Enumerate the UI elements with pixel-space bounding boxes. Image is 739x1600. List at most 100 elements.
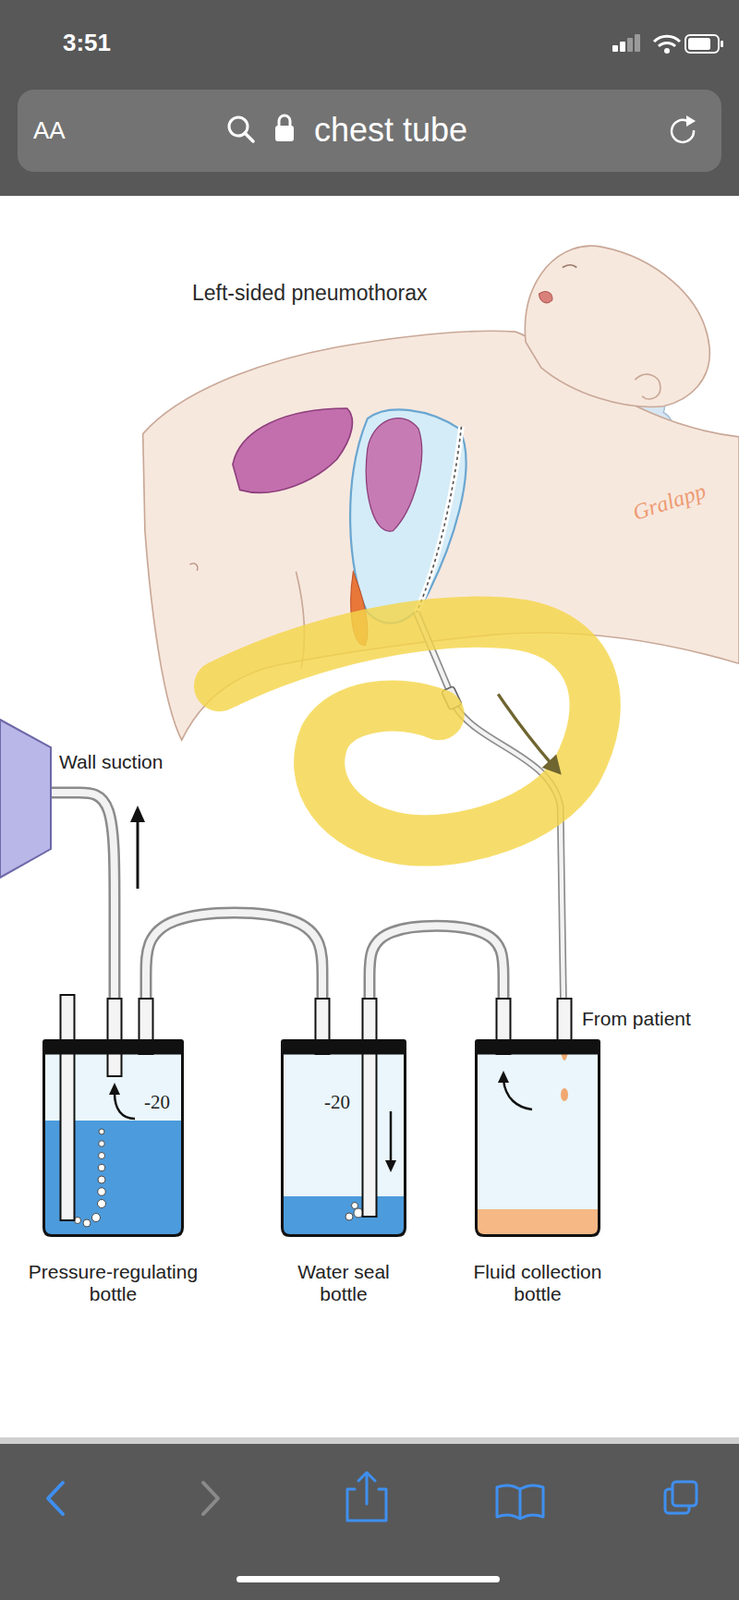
- water-seal-bottle: -20Water seal bottle: [280, 1039, 407, 1237]
- search-icon: [229, 117, 254, 142]
- drainage-tube: [145, 912, 323, 1040]
- air-bubble: [98, 1140, 106, 1148]
- pressure-regulating-bottle: [42, 1039, 184, 1237]
- label-layer: AA: [33, 117, 66, 146]
- share-button: [347, 1472, 387, 1521]
- air-bubble: [98, 1128, 105, 1135]
- air-bubble: [345, 1212, 353, 1221]
- pressure-value: -20: [324, 1090, 351, 1114]
- flow-arrow: [497, 1070, 509, 1083]
- nipple-mark: [190, 563, 198, 571]
- wall-suction-unit: Wall suction: [0, 719, 51, 878]
- chest-tube-holes: [416, 426, 462, 613]
- bottle-outline: [282, 1053, 406, 1236]
- wifi-icon: [658, 42, 676, 47]
- back-button: [48, 1482, 63, 1515]
- highlighter-mark: [219, 621, 596, 841]
- collapsed-lung: [365, 418, 422, 532]
- wall-suction-unit: [0, 719, 51, 878]
- label-layer: Left-sided pneumothorax: [192, 280, 427, 305]
- text-size-button: AA: [33, 117, 66, 146]
- flow-arrow: [389, 1111, 393, 1164]
- reload-icon: [671, 115, 696, 143]
- reload-icon: [686, 115, 696, 127]
- air-bubble: [74, 1217, 82, 1224]
- pressure-regulating-bottle: [42, 994, 184, 1236]
- bottle-caption: Water seal bottle: [278, 1260, 409, 1306]
- patient-eye: [562, 265, 577, 268]
- label-layer: From patient: [581, 1007, 691, 1030]
- pleural-space: [350, 409, 466, 623]
- signal-icon: [612, 45, 618, 52]
- forward-button: [203, 1482, 219, 1515]
- home-indicator: [236, 1575, 500, 1583]
- air-bubble: [97, 1163, 106, 1172]
- battery-icon: [685, 35, 724, 53]
- browser-chrome: [0, 0, 739, 196]
- drainage-tube: [369, 925, 504, 1040]
- flow-arrow: [385, 1160, 397, 1173]
- collected-fluid: [476, 1209, 600, 1236]
- air-bubble: [83, 1219, 91, 1227]
- browser-toolbar: [0, 1443, 739, 1600]
- tube-port: [60, 994, 75, 1221]
- drainage-arrow: [542, 754, 562, 776]
- address-text: chest tube: [314, 110, 468, 149]
- status-time: 3:51: [62, 29, 111, 58]
- air-bubble: [98, 1152, 106, 1160]
- water-seal-bottle: [280, 998, 407, 1236]
- fluid-collection-bottle: [474, 1039, 601, 1237]
- bottle-caption: Fluid collection bottle: [461, 1260, 615, 1306]
- label-layer: Gralapp: [631, 489, 707, 516]
- drainage-tube: [145, 912, 323, 1040]
- browser-toolbar: [0, 1437, 739, 1600]
- tube-label: From patient: [581, 1007, 691, 1030]
- drainage-tube: [369, 925, 504, 1040]
- share-button: [365, 1473, 369, 1504]
- tube-port: [363, 998, 377, 1217]
- bottle-body: [282, 1053, 406, 1236]
- bookmarks-button: [496, 1485, 521, 1519]
- patient-mouth: [538, 291, 552, 303]
- bookmarks-button: [496, 1485, 544, 1519]
- wifi-icon: [654, 36, 680, 54]
- bottle-body: [476, 1053, 600, 1236]
- air-bubble: [97, 1187, 107, 1197]
- wall-suction-unit: [0, 719, 51, 878]
- right-lung: [232, 408, 353, 493]
- bookmarks-button: [520, 1485, 544, 1519]
- pressure-regulating-bottle: -20Pressure-regulating bottle: [42, 1039, 184, 1237]
- suction-flow-arrow: [130, 805, 146, 823]
- wall-suction-unit: [0, 719, 51, 878]
- wifi-icon: [664, 48, 670, 54]
- signal-icon: [619, 41, 626, 52]
- share-button: [358, 1472, 376, 1481]
- bottle-caption: Pressure-regulating bottle: [16, 1260, 211, 1306]
- label-layer: 3:51: [62, 29, 111, 58]
- browser-chrome: [0, 0, 739, 196]
- bottle-water: [282, 1196, 406, 1236]
- bottle-lid: [474, 1039, 601, 1054]
- air-bubble: [97, 1175, 106, 1184]
- air-bubble: [351, 1202, 359, 1210]
- bottle-outline: [44, 1053, 183, 1236]
- fluid-drop: [560, 1088, 569, 1102]
- drainage-tube: [145, 912, 323, 1040]
- flow-arrow: [503, 1079, 533, 1110]
- air-bubble: [97, 1199, 107, 1209]
- flow-arrow: [109, 1082, 121, 1095]
- drainage-tube: [369, 925, 504, 1040]
- search-icon: [244, 133, 254, 142]
- battery-icon: [685, 35, 719, 53]
- chest-tube-inside: [416, 426, 462, 613]
- air-bubble: [92, 1213, 101, 1223]
- fluid-collection-bottle: Fluid collection bottle: [474, 1039, 601, 1237]
- figure-title: Left-sided pneumothorax: [192, 280, 427, 305]
- battery-icon: [720, 40, 724, 48]
- wifi-icon: [654, 36, 680, 42]
